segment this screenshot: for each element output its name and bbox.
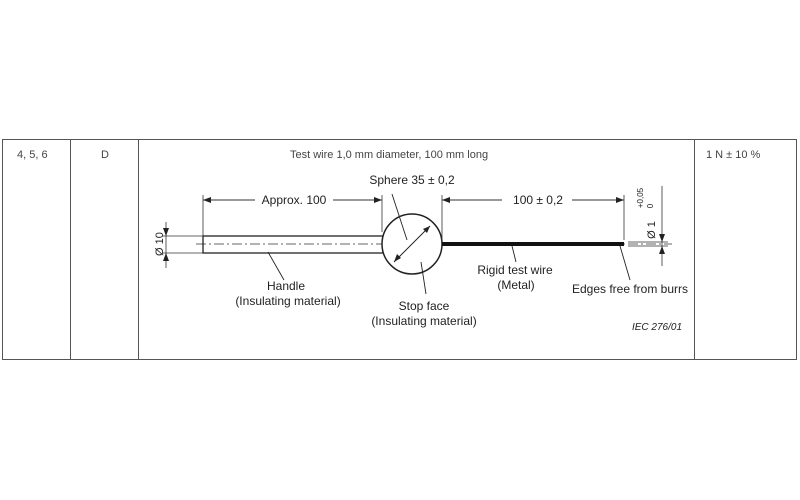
wire-diameter-tol-upper: +0,05 bbox=[636, 187, 645, 208]
handle-material-label: (Insulating material) bbox=[235, 294, 340, 308]
dim-arrow bbox=[374, 197, 382, 203]
wire-leader bbox=[511, 245, 517, 263]
edges-leader bbox=[619, 245, 631, 281]
degrees-cell: 4, 5, 6 bbox=[17, 149, 48, 161]
wire-diameter-tol-lower: 0 bbox=[646, 203, 655, 208]
iec-reference: IEC 276/01 bbox=[632, 322, 682, 333]
probe-title: Test wire 1,0 mm diameter, 100 mm long bbox=[290, 149, 489, 161]
sphere-arrow bbox=[423, 226, 430, 233]
wire-diameter-label: Ø 1 bbox=[646, 221, 658, 239]
wire-material-label: (Metal) bbox=[497, 278, 534, 292]
handle-diameter-label: Ø 10 bbox=[154, 232, 166, 256]
dim-arrow bbox=[203, 197, 211, 203]
wire-length-label: 100 ± 0,2 bbox=[513, 193, 563, 207]
code-cell: D bbox=[101, 149, 109, 161]
approx-length-label: Approx. 100 bbox=[262, 193, 327, 207]
dim-arrow bbox=[659, 234, 665, 242]
edges-label: Edges free from burrs bbox=[572, 282, 688, 296]
sphere-label: Sphere 35 ± 0,2 bbox=[369, 173, 455, 187]
stop-face-leader bbox=[420, 261, 427, 295]
column-divider bbox=[70, 140, 71, 359]
wire-label: Rigid test wire bbox=[477, 263, 553, 277]
stop-face-material-label: (Insulating material) bbox=[371, 314, 476, 328]
handle-leader bbox=[267, 251, 285, 281]
force-cell: 1 N ± 10 % bbox=[706, 149, 761, 161]
column-divider bbox=[138, 140, 139, 359]
sphere-leader bbox=[391, 193, 408, 241]
test-wire bbox=[442, 242, 624, 246]
sphere-arrow bbox=[394, 254, 401, 262]
dim-arrow bbox=[616, 197, 624, 203]
dim-arrow bbox=[163, 228, 169, 236]
handle-label: Handle bbox=[267, 279, 305, 293]
dim-arrow bbox=[659, 246, 665, 254]
sphere-diameter-line bbox=[393, 225, 431, 263]
dim-arrow bbox=[442, 197, 450, 203]
table-row: 4, 5, 6 D Test wire 1,0 mm diameter, 100… bbox=[2, 139, 797, 360]
stop-face-label: Stop face bbox=[399, 299, 450, 313]
column-divider bbox=[694, 140, 695, 359]
dim-arrow bbox=[163, 253, 169, 261]
handle bbox=[202, 235, 384, 254]
